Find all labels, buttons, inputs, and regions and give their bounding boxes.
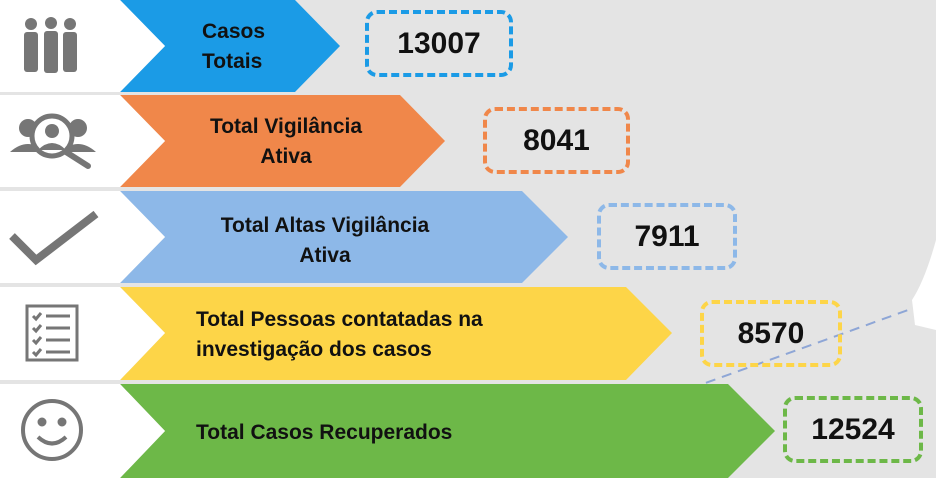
label-line: Casos xyxy=(202,20,266,43)
people-search-icon xyxy=(10,113,96,169)
checklist-icon xyxy=(25,304,79,362)
map-fragment xyxy=(912,240,936,330)
label-recuperados: Total Casos Recuperados xyxy=(196,418,452,448)
label-line: Ativa xyxy=(299,244,351,267)
smiley-icon xyxy=(21,399,83,461)
icon-panel xyxy=(0,0,165,92)
arrow-altas xyxy=(120,191,568,283)
label-contatadas: Total Pessoas contatadas na investigação… xyxy=(196,305,483,365)
value-vigilancia: 8041 xyxy=(483,107,630,174)
label-casos-totais: Casos Totais xyxy=(202,17,265,77)
checkmark-icon xyxy=(9,210,99,266)
label-altas: Total Altas Vigilância Ativa xyxy=(200,211,450,271)
label-line: Total Pessoas contatadas na xyxy=(196,308,483,331)
value-recuperados: 12524 xyxy=(783,396,923,463)
people-group-icon xyxy=(24,17,77,73)
label-line: Total Casos Recuperados xyxy=(196,421,453,444)
arrow-contatadas xyxy=(120,287,672,380)
value-contatadas: 8570 xyxy=(700,300,842,367)
label-vigilancia: Total Vigilância Ativa xyxy=(200,112,372,172)
label-line: Total Altas Vigilância xyxy=(220,214,430,237)
arrow-recuperados xyxy=(120,384,775,478)
arrow-vigilancia xyxy=(120,95,445,187)
value-casos-totais: 13007 xyxy=(365,10,513,77)
label-line: Totais xyxy=(202,50,263,73)
value-altas: 7911 xyxy=(597,203,737,270)
icon-panel xyxy=(0,287,165,380)
label-line: Ativa xyxy=(260,145,312,168)
label-line: Total Vigilância xyxy=(209,115,363,138)
arrow-casos-totais xyxy=(120,0,340,92)
label-line: investigação dos casos xyxy=(196,338,432,361)
